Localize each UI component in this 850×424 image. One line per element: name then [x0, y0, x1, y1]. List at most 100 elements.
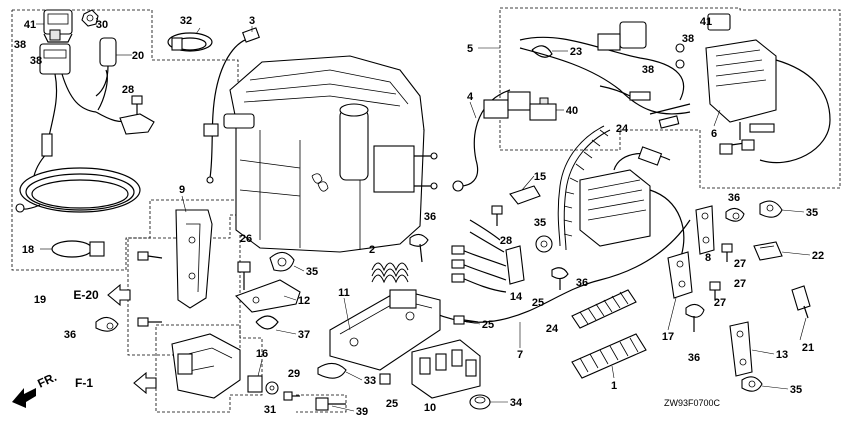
callout-39[interactable]: 39	[356, 406, 368, 418]
ref-e20-label: E-20	[73, 288, 99, 302]
callout-31[interactable]: 31	[264, 404, 276, 416]
callout-41[interactable]: 41	[24, 19, 36, 31]
clip-33	[317, 362, 391, 385]
callout-19[interactable]: 19	[34, 294, 46, 306]
clip-36-upper	[409, 233, 429, 263]
callout-29[interactable]: 29	[288, 368, 300, 380]
callout-3[interactable]: 3	[249, 15, 255, 27]
bracket-12	[235, 279, 301, 313]
callout-35[interactable]: 35	[534, 217, 546, 229]
callout-24[interactable]: 24	[546, 323, 559, 335]
bracket-28-center	[491, 185, 541, 226]
clip-36-left	[95, 316, 119, 332]
cover-frame	[155, 324, 263, 413]
callout-36[interactable]: 36	[64, 329, 76, 341]
cap-34	[469, 394, 491, 410]
callout-7[interactable]: 7	[517, 349, 523, 361]
cable-3	[203, 27, 260, 184]
callout-11[interactable]: 11	[338, 287, 350, 299]
callout-35[interactable]: 35	[306, 266, 318, 278]
bracket-9	[175, 209, 213, 309]
corrugated-tube-24-lower	[571, 289, 637, 329]
ref-arrow-e20[interactable]: E-20	[73, 283, 131, 307]
callout-16[interactable]: 16	[256, 348, 268, 360]
callout-38[interactable]: 38	[14, 39, 26, 51]
callout-37[interactable]: 37	[298, 329, 310, 341]
callout-8[interactable]: 8	[705, 252, 711, 264]
callout-18[interactable]: 18	[22, 244, 34, 256]
callout-36[interactable]: 36	[688, 352, 700, 364]
callout-5[interactable]: 5	[467, 43, 473, 55]
bracket-13	[729, 321, 753, 377]
callout-41[interactable]: 41	[700, 16, 712, 28]
grommet-35-right	[759, 200, 783, 218]
callout-22[interactable]: 22	[812, 250, 824, 262]
callout-6[interactable]: 6	[711, 128, 717, 140]
connector-41-right	[675, 13, 731, 69]
wire-harness-5	[452, 21, 691, 192]
callout-38[interactable]: 38	[682, 33, 694, 45]
arrow-left-icon	[107, 283, 131, 307]
clamp-18	[51, 240, 105, 258]
callout-27[interactable]: 27	[734, 278, 746, 290]
callout-28[interactable]: 28	[122, 84, 134, 96]
front-label: FR.	[35, 370, 58, 391]
bolts-27	[709, 243, 733, 300]
callout-38[interactable]: 38	[30, 55, 42, 67]
callout-26[interactable]: 26	[240, 233, 252, 245]
callout-27[interactable]: 27	[734, 258, 746, 270]
callout-13[interactable]: 13	[776, 349, 788, 361]
callout-15[interactable]: 15	[534, 171, 546, 183]
clip-23	[531, 45, 553, 58]
spring-2	[371, 262, 409, 284]
callout-25[interactable]: 25	[482, 319, 494, 331]
clip-36-center	[551, 267, 569, 290]
callout-27[interactable]: 27	[714, 297, 726, 309]
callout-36[interactable]: 36	[424, 211, 436, 223]
callout-38[interactable]: 38	[642, 64, 654, 76]
bolt-frame	[296, 394, 347, 413]
callout-34[interactable]: 34	[510, 397, 523, 409]
terminal-block-10	[411, 339, 481, 399]
callout-36[interactable]: 36	[728, 192, 740, 204]
callout-1[interactable]: 1	[611, 380, 617, 392]
callout-14[interactable]: 14	[510, 291, 523, 303]
front-indicator: FR.	[12, 370, 59, 408]
callout-40[interactable]: 40	[566, 105, 578, 117]
callout-30[interactable]: 30	[96, 19, 108, 31]
callout-17[interactable]: 17	[662, 331, 674, 343]
clip-35-bracket	[269, 251, 295, 272]
terminal-20	[95, 37, 117, 97]
callout-20[interactable]: 20	[132, 50, 144, 62]
bracket-8	[695, 205, 715, 255]
callout-21[interactable]: 21	[802, 342, 814, 354]
callout-4[interactable]: 4	[467, 91, 474, 103]
regulator-15	[579, 146, 685, 261]
connector-41-left	[43, 9, 73, 43]
callout-23[interactable]: 23	[570, 46, 582, 58]
clamp-32	[167, 32, 213, 52]
callout-25[interactable]: 25	[386, 398, 398, 410]
callout-35[interactable]: 35	[790, 384, 802, 396]
bolt-left-lower	[137, 317, 162, 327]
right-harness-frame	[499, 7, 841, 189]
front-arrow-icon	[12, 388, 36, 408]
callout-9[interactable]: 9	[179, 184, 185, 196]
callout-35[interactable]: 35	[806, 207, 818, 219]
callout-10[interactable]: 10	[424, 402, 436, 414]
corrugated-tube-24-upper	[557, 125, 611, 251]
callout-36[interactable]: 36	[576, 277, 588, 289]
callout-24[interactable]: 24	[616, 123, 629, 135]
callout-2[interactable]: 2	[369, 244, 375, 256]
callout-32[interactable]: 32	[180, 15, 192, 27]
callout-25[interactable]: 25	[532, 297, 544, 309]
ref-arrow-f1[interactable]: F-1	[75, 371, 157, 395]
callout-12[interactable]: 12	[298, 295, 310, 307]
base-plate-11	[329, 289, 441, 371]
bolt-25-center	[453, 315, 479, 325]
callout-33[interactable]: 33	[364, 375, 376, 387]
callout-28[interactable]: 28	[500, 235, 512, 247]
